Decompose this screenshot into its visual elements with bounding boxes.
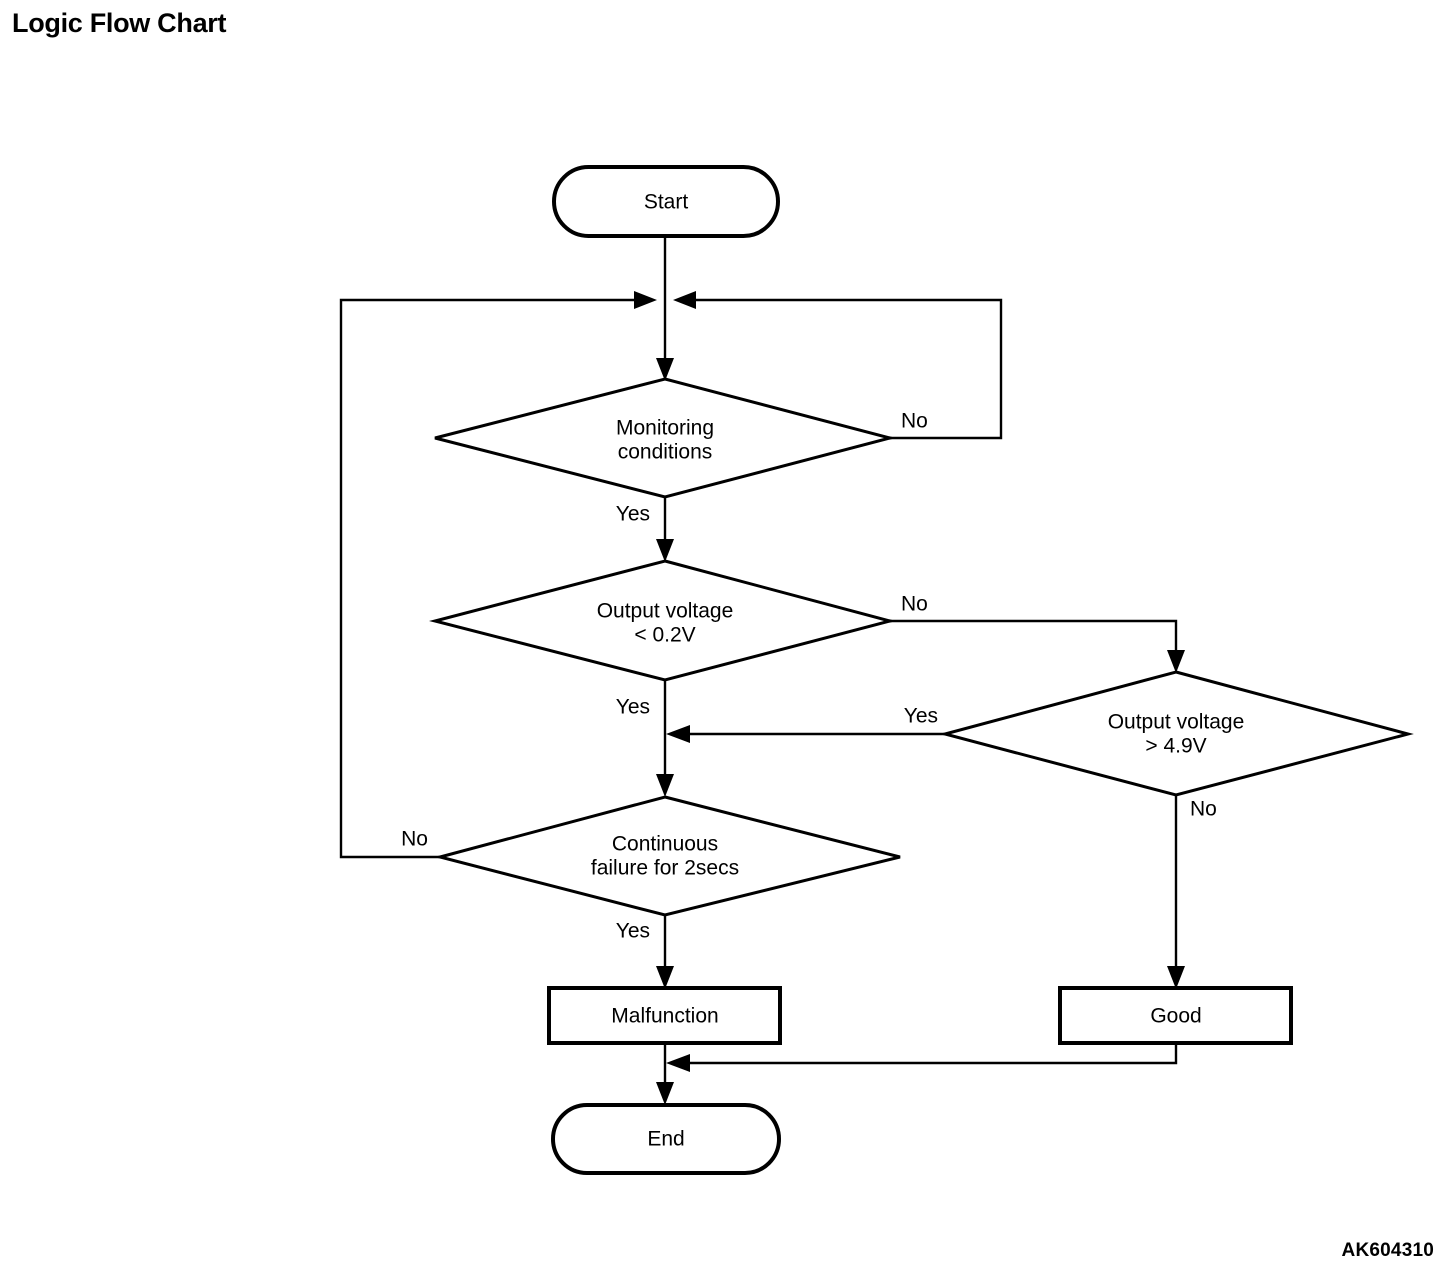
node-output-voltage-low[interactable]: Output voltage < 0.2V	[429, 559, 896, 682]
node-continuous-label-line2: failure for 2secs	[591, 857, 739, 880]
node-high-voltage-label-line1: Output voltage	[1108, 711, 1245, 734]
node-malfunction[interactable]: Malfunction	[547, 986, 782, 1045]
node-output-voltage-high[interactable]: Output voltage > 4.9V	[939, 670, 1414, 797]
edge-high-voltage-yes	[666, 725, 945, 743]
edge-label-low-voltage-yes: Yes	[616, 696, 650, 719]
edge-low-voltage-yes	[656, 680, 674, 797]
figure-code: AK604310	[1341, 1240, 1434, 1261]
edge-high-voltage-no	[1167, 795, 1185, 989]
node-low-voltage-label-line2: < 0.2V	[634, 624, 695, 647]
edge-good-to-end	[666, 1043, 1178, 1072]
edge-junction-to-monitoring	[656, 300, 674, 381]
edge-label-low-voltage-no: No	[901, 593, 928, 616]
edge-label-continuous-yes: Yes	[616, 920, 650, 943]
node-start[interactable]: Start	[552, 165, 780, 238]
node-start-label: Start	[644, 191, 689, 214]
edge-label-monitoring-yes: Yes	[616, 503, 650, 526]
node-end-label: End	[647, 1128, 684, 1151]
edge-continuous-yes	[656, 915, 674, 989]
page-title: Logic Flow Chart	[12, 8, 227, 38]
node-good-label: Good	[1150, 1005, 1201, 1028]
node-monitoring-label-line1: Monitoring	[616, 417, 714, 440]
node-monitoring-label-line2: conditions	[618, 441, 713, 464]
node-low-voltage-label-line1: Output voltage	[597, 600, 734, 623]
edge-monitoring-no-loop	[673, 291, 1003, 440]
node-end[interactable]: End	[551, 1103, 781, 1175]
edge-low-voltage-no	[890, 619, 1185, 673]
node-continuous-failure[interactable]: Continuous failure for 2secs	[434, 795, 901, 917]
edge-malfunction-to-end	[656, 1043, 674, 1105]
node-continuous-label-line1: Continuous	[612, 833, 718, 856]
node-malfunction-label: Malfunction	[611, 1005, 718, 1028]
node-monitoring-conditions[interactable]: Monitoring conditions	[434, 377, 896, 499]
node-high-voltage-label-line2: > 4.9V	[1145, 735, 1206, 758]
edge-continuous-no-loop	[339, 291, 657, 859]
node-good[interactable]: Good	[1058, 986, 1293, 1045]
edge-monitoring-yes	[656, 497, 674, 562]
edge-label-high-voltage-no: No	[1190, 798, 1217, 821]
edge-label-continuous-no: No	[401, 828, 428, 851]
edge-label-monitoring-no: No	[901, 410, 928, 433]
edge-label-high-voltage-yes: Yes	[904, 705, 938, 728]
